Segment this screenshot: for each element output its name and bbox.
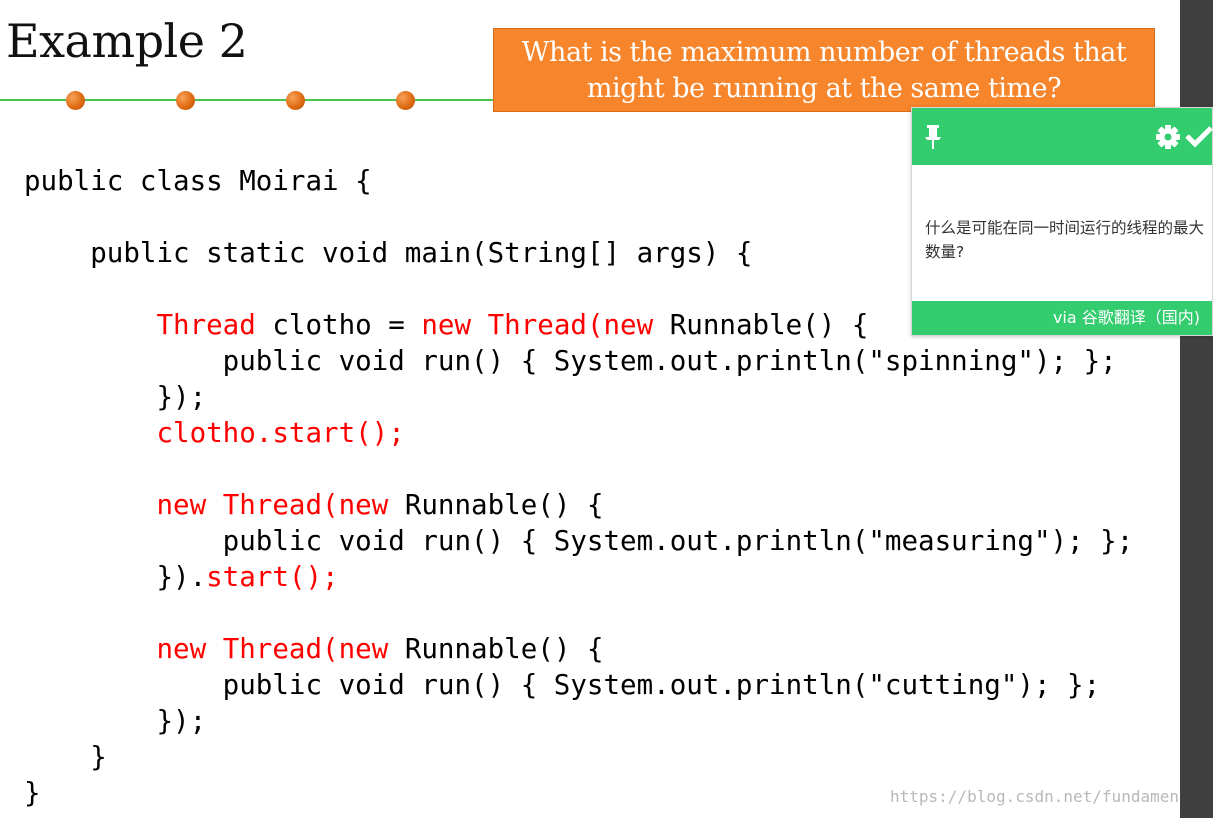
- divider-dot: [66, 91, 85, 110]
- divider-dot: [396, 91, 415, 110]
- code-line: public static void main(String[] args) {: [24, 237, 752, 269]
- code-text: [24, 309, 156, 341]
- code-text: Runnable() {: [388, 489, 604, 521]
- code-keyword: new: [156, 489, 207, 521]
- code-block: public class Moirai { public static void…: [24, 163, 1133, 811]
- popup-header: [912, 108, 1213, 165]
- translation-popup: 什么是可能在同一时间运行的线程的最大数量? via 谷歌翻译（国内): [911, 107, 1213, 336]
- code-line: clotho.start();: [24, 417, 405, 449]
- code-text: [24, 633, 156, 665]
- code-keyword: new: [421, 309, 472, 341]
- code-line: public class Moirai {: [24, 165, 372, 197]
- code-text: });: [24, 705, 207, 737]
- code-text: public class Moirai {: [24, 165, 372, 197]
- code-text: [206, 633, 223, 665]
- watermark: https://blog.csdn.net/fundament: [890, 787, 1189, 806]
- code-line: public void run() { System.out.println("…: [24, 669, 1101, 701]
- code-keyword: clotho.start();: [156, 417, 405, 449]
- code-line: new Thread(new Runnable() {: [24, 633, 604, 665]
- code-text: });: [24, 381, 207, 413]
- code-line: });: [24, 705, 206, 737]
- code-keyword: Thread(new: [487, 309, 654, 341]
- code-text: public void run() { System.out.println("…: [24, 345, 1117, 377]
- translation-source: via 谷歌翻译（国内): [912, 301, 1212, 335]
- code-text: Runnable() {: [388, 633, 604, 665]
- code-text: [471, 309, 488, 341]
- code-text: [24, 417, 156, 449]
- code-text: clotho =: [255, 309, 422, 341]
- checkmark-icon[interactable]: [1185, 126, 1213, 152]
- code-text: }).: [24, 561, 207, 593]
- code-keyword: Thread: [156, 309, 256, 341]
- code-line: new Thread(new Runnable() {: [24, 489, 604, 521]
- code-keyword: start();: [206, 561, 339, 593]
- code-text: [24, 489, 156, 521]
- code-text: [206, 489, 223, 521]
- code-text: }: [24, 777, 41, 809]
- code-text: public void run() { System.out.println("…: [24, 669, 1101, 701]
- code-line: public void run() { System.out.println("…: [24, 345, 1117, 377]
- title-divider: [0, 99, 495, 101]
- code-line: Thread clotho = new Thread(new Runnable(…: [24, 309, 868, 341]
- code-keyword: Thread(new: [222, 633, 389, 665]
- code-text: public static void main(String[] args) {: [24, 237, 753, 269]
- divider-dot: [176, 91, 195, 110]
- code-line: }).start();: [24, 561, 339, 593]
- question-callout: What is the maximum number of threads th…: [493, 28, 1155, 112]
- gear-icon[interactable]: [1155, 124, 1181, 154]
- code-text: }: [24, 741, 107, 773]
- code-keyword: Thread(new: [222, 489, 389, 521]
- code-line: public void run() { System.out.println("…: [24, 525, 1134, 557]
- code-text: public void run() { System.out.println("…: [24, 525, 1134, 557]
- pin-icon[interactable]: [922, 124, 944, 154]
- slide-title: Example 2: [6, 14, 248, 68]
- code-line: }: [24, 741, 107, 773]
- code-line: }: [24, 777, 41, 809]
- code-keyword: new: [156, 633, 207, 665]
- code-line: });: [24, 381, 206, 413]
- translation-text: 什么是可能在同一时间运行的线程的最大数量?: [925, 219, 1205, 261]
- code-text: Runnable() {: [653, 309, 869, 341]
- divider-dot: [286, 91, 305, 110]
